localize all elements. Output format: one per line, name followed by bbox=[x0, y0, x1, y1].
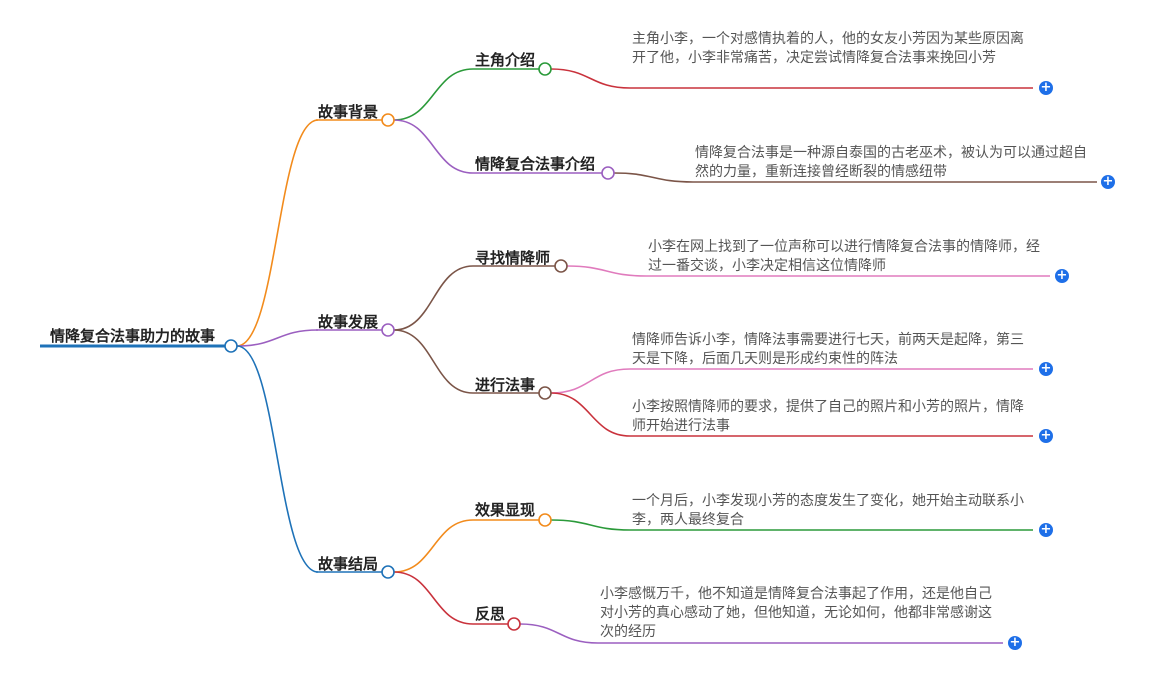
plus-icon[interactable]: + bbox=[1039, 361, 1053, 376]
leaf-connector bbox=[566, 265, 647, 277]
branch-collapse-toggle[interactable] bbox=[381, 113, 395, 127]
leaf-text: 小李在网上找到了一位声称可以进行情降复合法事的情降师，经过一番交谈，小李决定相信… bbox=[648, 239, 1040, 274]
subtopic-connector bbox=[393, 571, 474, 625]
subtopic: 情降复合法事介绍 bbox=[475, 155, 596, 173]
leaf-text: 小李感慨万千，他不知道是情降复合法事起了作用，还是他自己对小芳的真心感动了她，但… bbox=[600, 586, 992, 640]
leaf-connector bbox=[550, 392, 631, 437]
leaf-connector bbox=[550, 68, 631, 89]
subtopic: 主角介绍 bbox=[475, 51, 536, 69]
subtopic-collapse-toggle[interactable] bbox=[601, 166, 615, 180]
subtopic: 反思 bbox=[475, 605, 506, 623]
subtopic-collapse-toggle[interactable] bbox=[538, 513, 552, 527]
plus-icon[interactable]: + bbox=[1101, 174, 1115, 189]
plus-icon[interactable]: + bbox=[1008, 635, 1022, 650]
branch-topic: 故事背景 bbox=[318, 103, 379, 121]
subtopic: 效果显现 bbox=[475, 501, 536, 519]
branch-connector bbox=[236, 345, 319, 573]
plus-icon[interactable]: + bbox=[1055, 268, 1069, 283]
leaf-text: 一个月后，小李发现小芳的态度发生了变化，她开始主动联系小李，两人最终复合 bbox=[632, 493, 1024, 528]
subtopic-collapse-toggle[interactable] bbox=[538, 386, 552, 400]
subtopic-connector bbox=[393, 68, 474, 121]
branch-collapse-toggle[interactable] bbox=[381, 565, 395, 579]
subtopic-connector bbox=[393, 329, 474, 394]
leaf-connector bbox=[613, 172, 694, 183]
branch-topic: 故事发展 bbox=[318, 313, 379, 331]
leaf-connector bbox=[519, 623, 599, 644]
branch-topic: 故事结局 bbox=[318, 555, 379, 573]
leaf-connector bbox=[550, 519, 631, 531]
branch-connector bbox=[236, 329, 319, 347]
subtopic-collapse-toggle[interactable] bbox=[538, 62, 552, 76]
leaf-text: 情降师告诉小李，情降法事需要进行七天，前两天是起降，第三天是下降，后面几天则是形… bbox=[632, 332, 1024, 367]
subtopic-connector bbox=[393, 519, 474, 573]
leaf-text: 情降复合法事是一种源自泰国的古老巫术，被认为可以通过超自然的力量，重新连接曾经断… bbox=[695, 145, 1087, 180]
subtopic-collapse-toggle[interactable] bbox=[507, 617, 521, 631]
subtopic-collapse-toggle[interactable] bbox=[554, 259, 568, 273]
plus-icon[interactable]: + bbox=[1039, 428, 1053, 443]
subtopic-connector bbox=[393, 265, 474, 331]
root-topic: 情降复合法事助力的故事 bbox=[50, 327, 216, 345]
subtopic: 进行法事 bbox=[475, 376, 536, 394]
plus-icon[interactable]: + bbox=[1039, 80, 1053, 95]
leaf-text: 主角小李，一个对感情执着的人，他的女友小芳因为某些原因离开了他，小李非常痛苦，决… bbox=[632, 31, 1024, 66]
plus-icon[interactable]: + bbox=[1039, 522, 1053, 537]
subtopic-connector bbox=[393, 119, 474, 174]
root-collapse-toggle[interactable] bbox=[224, 339, 238, 353]
branch-connector bbox=[236, 119, 319, 347]
leaf-connector bbox=[550, 368, 631, 394]
leaf-text: 小李按照情降师的要求，提供了自己的照片和小芳的照片，情降师开始进行法事 bbox=[632, 399, 1024, 434]
subtopic: 寻找情降师 bbox=[475, 249, 551, 267]
branch-collapse-toggle[interactable] bbox=[381, 323, 395, 337]
